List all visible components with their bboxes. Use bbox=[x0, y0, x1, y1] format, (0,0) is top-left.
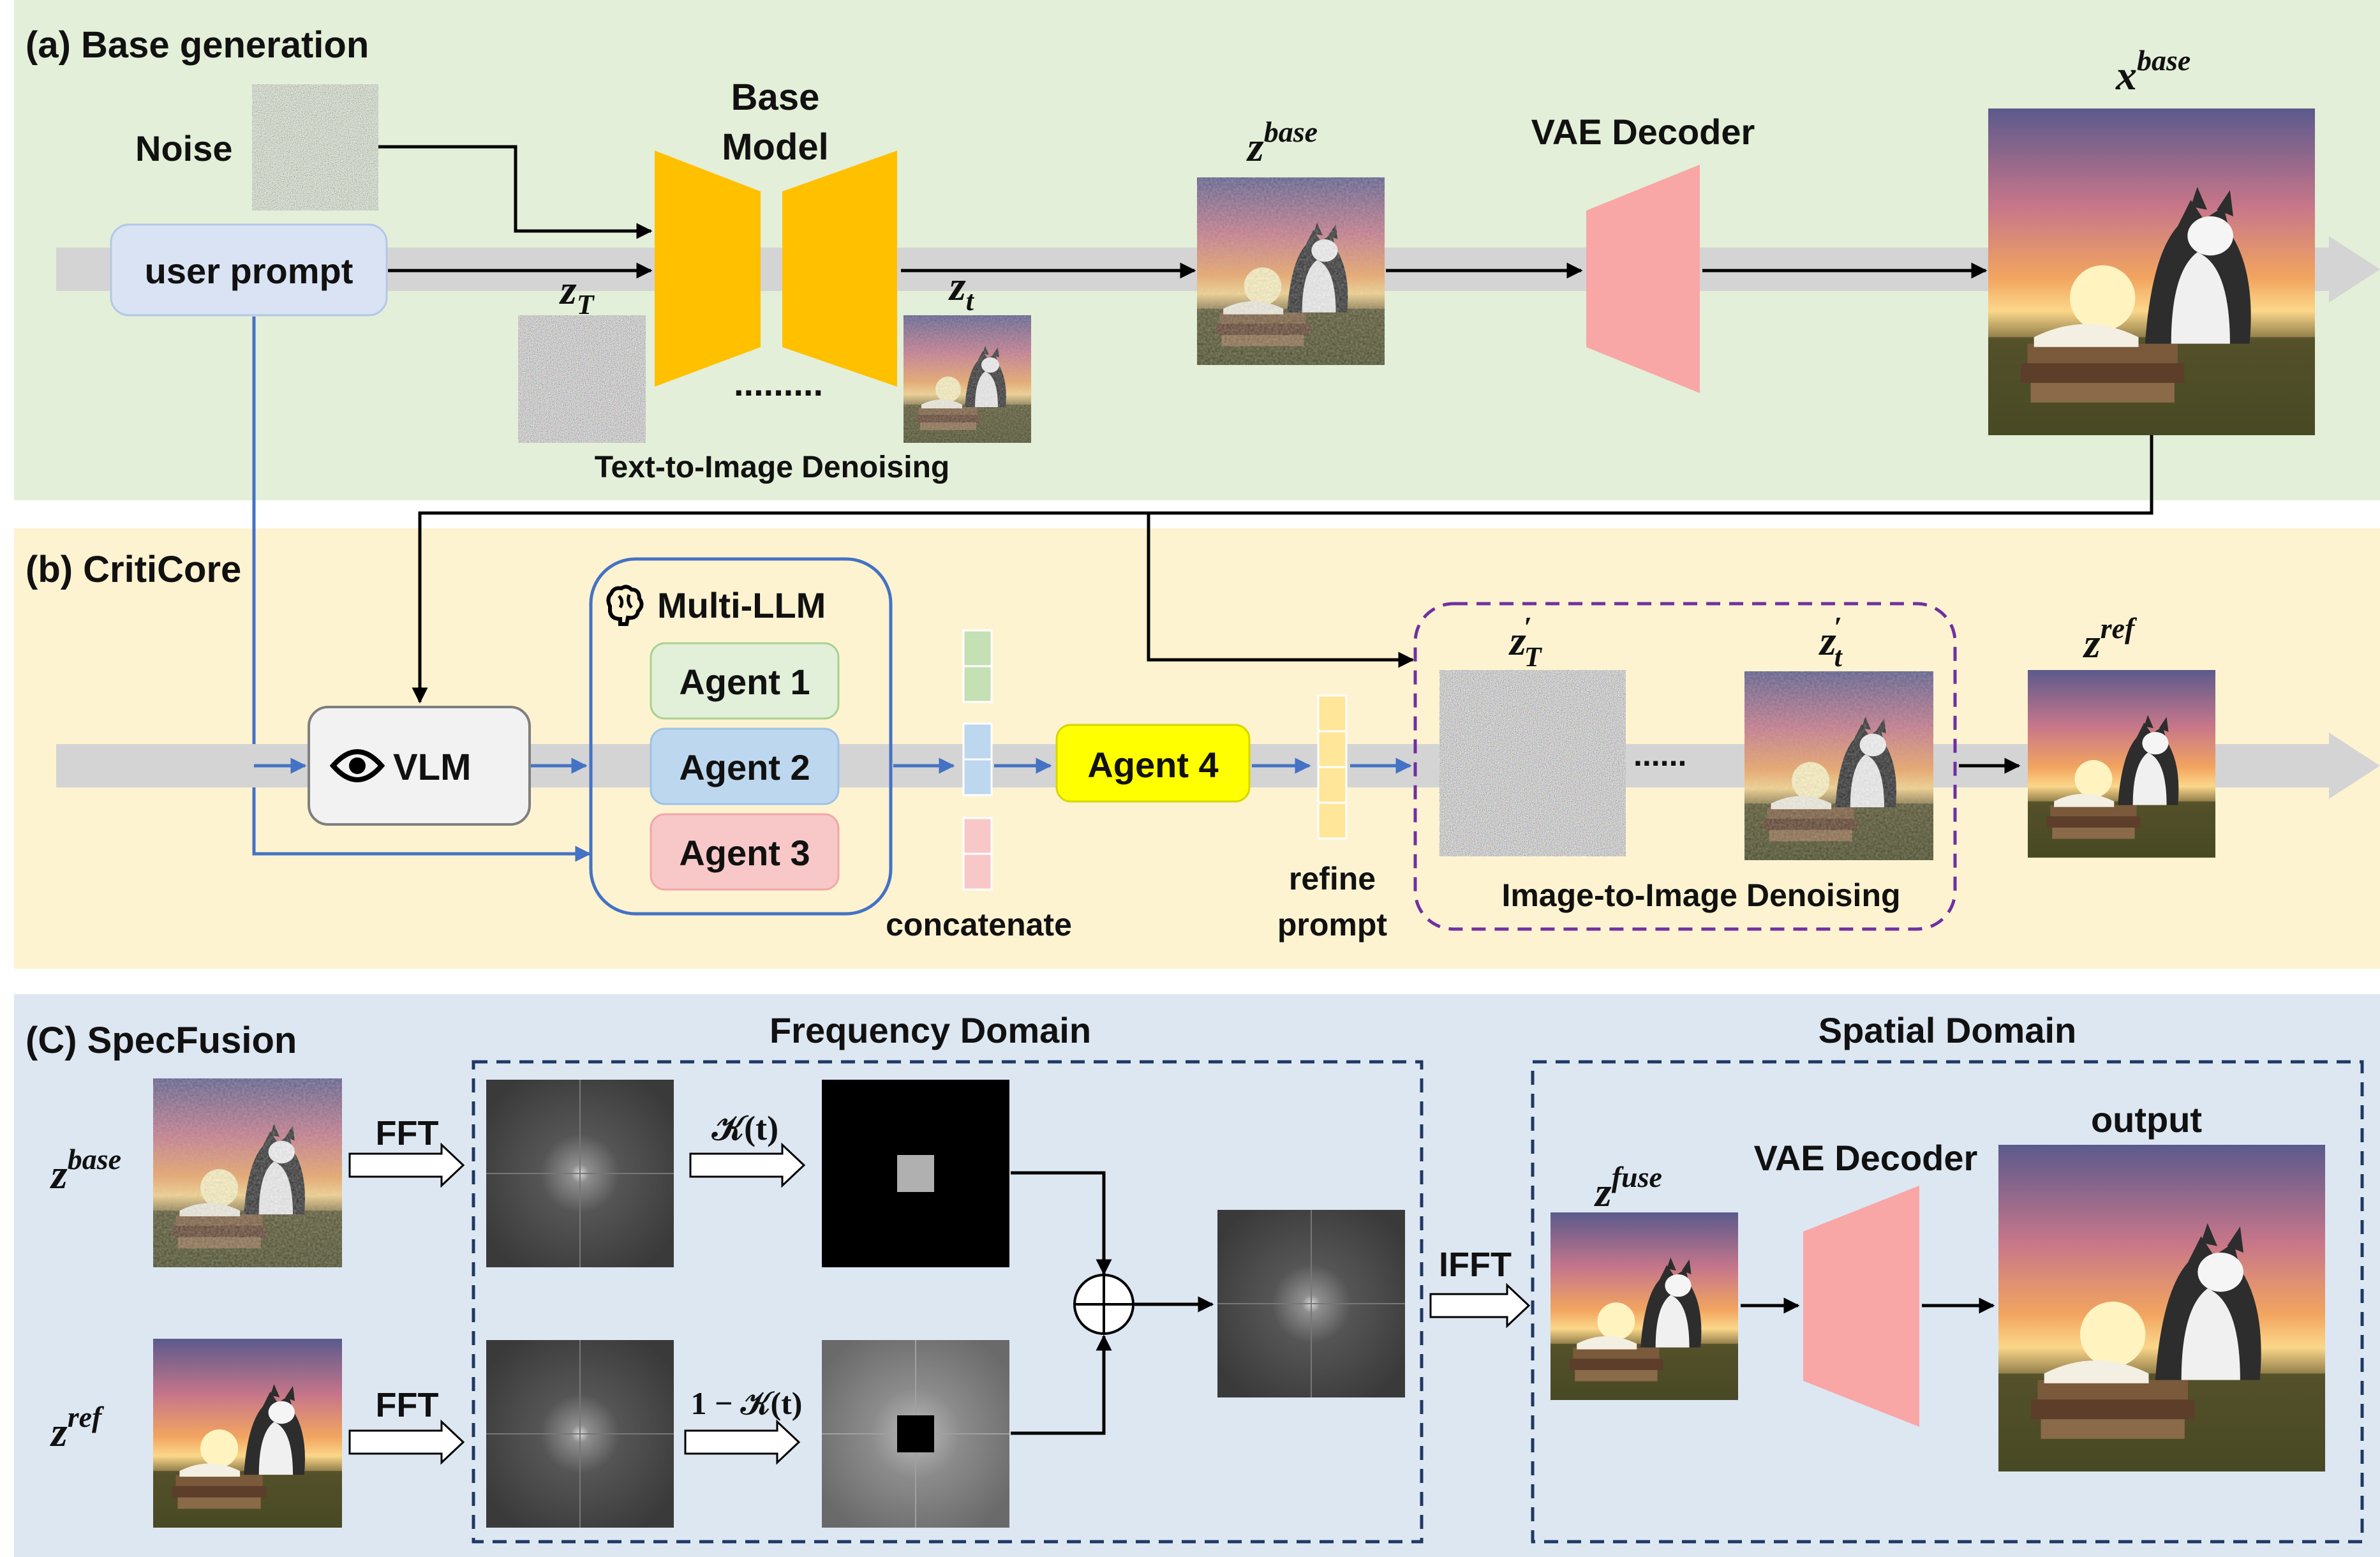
one-minus-kt-arrow bbox=[684, 1419, 801, 1465]
zT-prime-noise-image bbox=[1439, 670, 1626, 856]
zT-symbol: zT bbox=[559, 267, 595, 320]
zref-symbol-b: zref bbox=[2083, 612, 2138, 667]
section-title-a: (a) Base generation bbox=[26, 24, 369, 66]
concatenate-label: concatenate bbox=[886, 907, 1072, 942]
base-model-decoder bbox=[782, 151, 897, 387]
panel-specfusion bbox=[14, 994, 2380, 1557]
lowpass-spectrum bbox=[822, 1080, 1009, 1267]
fft-spectrum-base bbox=[486, 1080, 674, 1267]
zfuse-image bbox=[1551, 1212, 1738, 1400]
concat-vector-blue bbox=[962, 722, 993, 796]
zt-image bbox=[904, 315, 1031, 443]
section-title-b: (b) CritiCore bbox=[26, 549, 241, 590]
ifft-arrow bbox=[1429, 1283, 1531, 1329]
noise-label: Noise bbox=[135, 128, 233, 168]
zfuse-symbol: zfuse bbox=[1594, 1161, 1662, 1216]
vlm-box bbox=[308, 706, 531, 826]
output-label: output bbox=[2091, 1099, 2202, 1140]
noise-image bbox=[252, 84, 378, 211]
agent-4-box bbox=[1055, 724, 1251, 803]
xbase-image bbox=[1988, 108, 2315, 435]
zt-prime-image bbox=[1744, 671, 1933, 860]
fft-label-1: FFT bbox=[376, 1114, 439, 1152]
agent-2-box bbox=[650, 727, 840, 805]
multi-llm-label: Multi-LLM bbox=[657, 585, 826, 625]
agent-4-label: Agent 4 bbox=[1087, 745, 1218, 785]
fused-spectrum bbox=[1217, 1210, 1405, 1397]
base-model-label-2: Model bbox=[722, 126, 829, 168]
base-model-label-1: Base bbox=[731, 77, 820, 118]
user-prompt-box bbox=[110, 223, 388, 317]
agent-3-label: Agent 3 bbox=[679, 833, 810, 873]
arrow-xbase-to-i2i bbox=[1147, 513, 1415, 668]
agent-2-label: Agent 2 bbox=[679, 747, 810, 787]
vae-decoder-a bbox=[1586, 165, 1700, 393]
section-title-c: (C) SpecFusion bbox=[26, 1020, 297, 1061]
concat-vector-green bbox=[962, 629, 993, 703]
spatial-domain-box bbox=[1531, 1060, 2364, 1544]
i2i-denoising-box bbox=[1413, 602, 1957, 931]
multi-llm-box bbox=[589, 557, 893, 916]
zT-noise-image bbox=[518, 315, 646, 443]
sum-node bbox=[1073, 1274, 1134, 1335]
agent-1-label: Agent 1 bbox=[679, 662, 810, 702]
refine-prompt-vector bbox=[1317, 694, 1348, 840]
zt-prime-symbol: z′t bbox=[1818, 611, 1843, 673]
xbase-symbol: xbase bbox=[2115, 44, 2190, 99]
kt-arrow bbox=[689, 1142, 806, 1188]
arrow-xbase-to-vlm bbox=[412, 435, 2153, 704]
vae-decoder-label-c: VAE Decoder bbox=[1754, 1138, 1978, 1178]
zbase-symbol-a: zbase bbox=[1246, 115, 1318, 170]
vlm-label: VLM bbox=[393, 747, 471, 788]
frequency-domain-title: Frequency Domain bbox=[770, 1010, 1091, 1050]
user-prompt-label: user prompt bbox=[145, 251, 353, 291]
zref-image-b bbox=[2028, 670, 2215, 858]
arrow-lowpass-to-sum bbox=[1011, 1171, 1112, 1276]
ifft-label: IFFT bbox=[1439, 1246, 1512, 1284]
one-minus-kt-label: 1 − 𝒦(t) bbox=[691, 1385, 803, 1421]
refine-label-2: prompt bbox=[1277, 907, 1388, 942]
fft-spectrum-ref bbox=[486, 1340, 674, 1528]
highpass-spectrum bbox=[822, 1340, 1009, 1528]
spatial-domain-title: Spatial Domain bbox=[1818, 1010, 2077, 1050]
arrow-prompt-to-multillm bbox=[252, 317, 591, 862]
arrow-noise-to-model bbox=[378, 145, 653, 239]
zbase-image-a bbox=[1197, 177, 1385, 365]
t2i-denoising-label: Text-to-Image Denoising bbox=[595, 451, 949, 484]
i2i-dots: ...... bbox=[1633, 737, 1686, 773]
brain-icon bbox=[606, 585, 644, 626]
kt-label: 𝒦(t) bbox=[711, 1109, 778, 1147]
vae-decoder-c bbox=[1803, 1186, 1919, 1427]
zref-image-c bbox=[153, 1339, 342, 1528]
zbase-image-c bbox=[153, 1078, 342, 1267]
arrow-highpass-to-sum bbox=[1011, 1334, 1112, 1435]
eye-icon bbox=[329, 749, 385, 782]
fft-label-2: FFT bbox=[376, 1386, 439, 1424]
fft-arrow-2 bbox=[348, 1419, 465, 1465]
vae-decoder-label-a: VAE Decoder bbox=[1531, 112, 1755, 152]
agent-1-box bbox=[650, 642, 840, 720]
fft-arrow-1 bbox=[348, 1142, 465, 1188]
zT-prime-symbol: z′T bbox=[1508, 611, 1543, 673]
agent-3-box bbox=[650, 813, 840, 891]
zbase-symbol-c: zbase bbox=[50, 1143, 121, 1198]
output-image bbox=[1998, 1145, 2325, 1471]
refine-label-1: refine bbox=[1289, 861, 1376, 897]
zref-symbol-c: zref bbox=[50, 1401, 105, 1456]
concat-vector-pink bbox=[962, 817, 993, 891]
i2i-denoising-label: Image-to-Image Denoising bbox=[1501, 877, 1900, 913]
base-model-dots: ......... bbox=[734, 363, 823, 403]
base-model-encoder bbox=[655, 151, 761, 387]
